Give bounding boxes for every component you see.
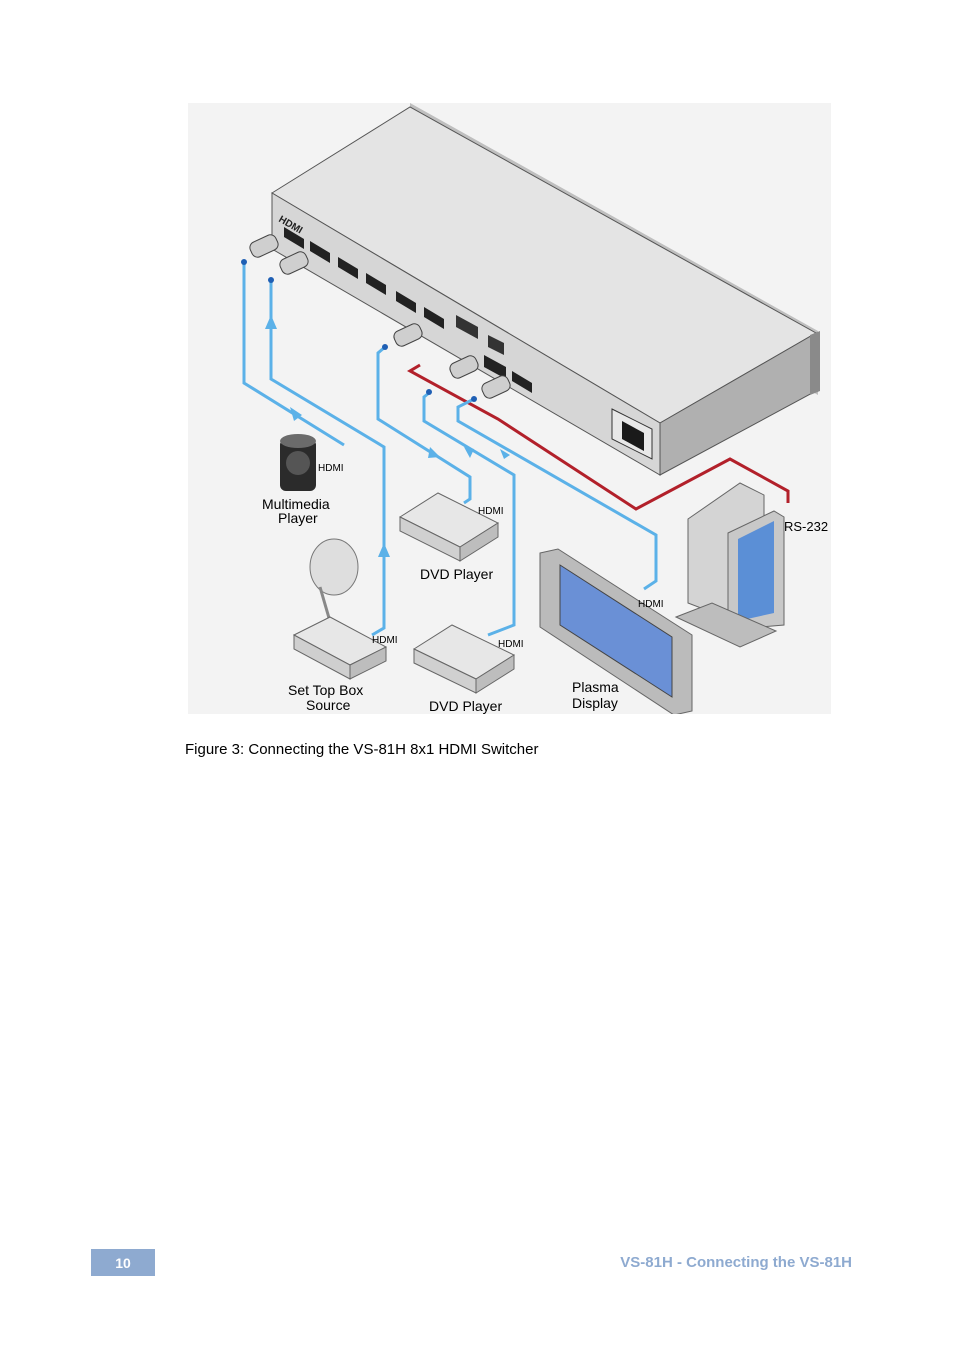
label-plasma-1: Plasma — [572, 679, 619, 695]
set-top-box — [292, 538, 388, 680]
figure-caption: Figure 3: Connecting the VS-81H 8x1 HDMI… — [185, 741, 539, 758]
vs81h-switcher: HDMI — [271, 103, 820, 476]
connection-diagram: HDMI — [241, 103, 828, 714]
connection-figure: HDMI — [188, 103, 831, 714]
cable-arrows — [265, 315, 510, 557]
label-hdmi-dvd1: HDMI — [478, 506, 504, 517]
label-dvd-player-1: DVD Player — [420, 566, 493, 582]
connector-dots — [241, 259, 477, 402]
hdmi-connectors — [249, 234, 511, 399]
label-hdmi-dvd2: HDMI — [498, 639, 524, 650]
label-hdmi-plasma: HDMI — [638, 599, 664, 610]
dvd-player-2 — [412, 624, 516, 694]
plasma-display — [539, 548, 693, 714]
page-number: 10 — [91, 1249, 155, 1276]
label-set-top-1: Set Top Box — [288, 682, 363, 698]
label-hdmi-settop: HDMI — [372, 635, 398, 646]
label-plasma-2: Display — [572, 695, 618, 711]
rs232-cable — [406, 363, 790, 511]
dvd-player-1 — [398, 492, 500, 562]
multimedia-player — [280, 434, 316, 491]
label-dvd-player-2: DVD Player — [429, 698, 502, 714]
label-multimedia-1: Multimedia — [262, 496, 330, 512]
computer — [674, 482, 785, 648]
label-multimedia-2: Player — [278, 510, 318, 526]
label-rs232: RS-232 — [784, 519, 828, 534]
footer-title: VS-81H - Connecting the VS-81H — [620, 1254, 852, 1271]
label-hdmi-multimedia: HDMI — [318, 463, 344, 474]
label-set-top-2: Source — [306, 697, 351, 713]
